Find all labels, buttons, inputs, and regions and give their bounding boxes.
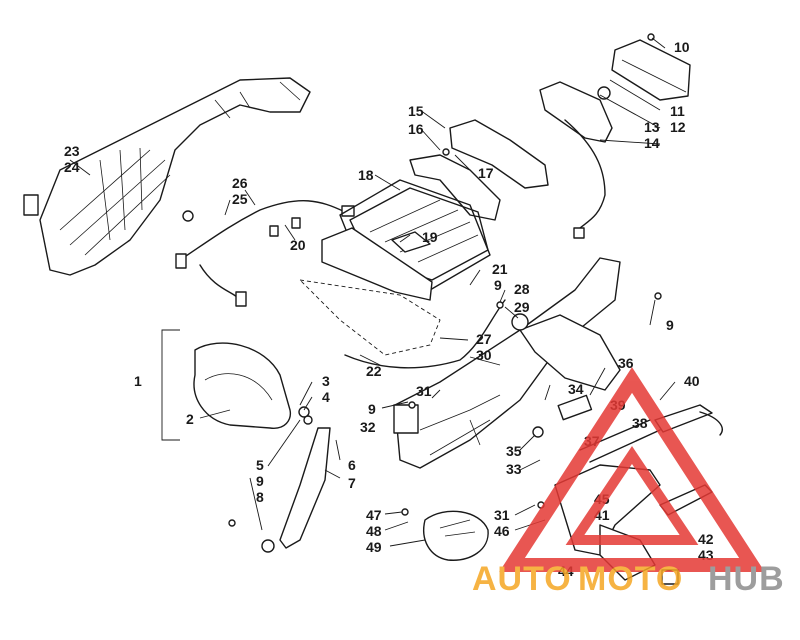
callout-14: 14	[644, 135, 660, 151]
callout-5: 5	[256, 457, 264, 473]
callout-42: 42	[698, 531, 714, 547]
callout-48: 48	[366, 523, 382, 539]
right-rail	[344, 257, 621, 469]
callout-15: 15	[408, 103, 424, 119]
callout-26: 26	[232, 175, 248, 191]
callout-32: 32	[360, 419, 376, 435]
callout-numbers: 1 2 3 4 5 6 7 8 9 9 9 9 10 11 12 13 14 1…	[64, 39, 714, 579]
watermark-triangle-inner	[565, 446, 699, 545]
backrest-bracket	[261, 406, 331, 553]
callout-7: 7	[348, 475, 356, 491]
callout-18: 18	[358, 167, 374, 183]
callout-9a: 9	[256, 473, 264, 489]
fasteners	[228, 33, 662, 527]
callout-8: 8	[256, 489, 264, 505]
watermark-triangle-outer	[499, 367, 765, 572]
watermark-logo: AUTO MOTO HUB	[472, 367, 785, 598]
callout-10: 10	[674, 39, 690, 55]
callout-47: 47	[366, 507, 382, 523]
chassis-rail	[23, 77, 311, 276]
callout-22: 22	[366, 363, 382, 379]
callout-13: 13	[644, 119, 660, 135]
callout-3: 3	[322, 373, 330, 389]
callout-31a: 31	[416, 383, 432, 399]
callout-16: 16	[408, 121, 424, 137]
callout-46: 46	[494, 523, 510, 539]
callout-29: 29	[514, 299, 530, 315]
callout-24: 24	[64, 159, 80, 175]
callout-35: 35	[506, 443, 522, 459]
assembly-bracket	[161, 329, 180, 441]
callout-12: 12	[670, 119, 686, 135]
callout-38: 38	[632, 415, 648, 431]
luggage-rack	[298, 154, 501, 356]
callout-9b: 9	[494, 277, 502, 293]
callout-4: 4	[322, 389, 330, 405]
callout-6: 6	[348, 457, 356, 473]
callout-34: 34	[568, 381, 584, 397]
watermark-text-moto: MOTO	[578, 560, 683, 598]
seat-cushion	[423, 510, 489, 561]
callout-33: 33	[506, 461, 522, 477]
callout-17: 17	[478, 165, 494, 181]
callout-20: 20	[290, 237, 306, 253]
callout-21: 21	[492, 261, 508, 277]
callout-25: 25	[232, 191, 248, 207]
callout-1: 1	[134, 373, 142, 389]
callout-28: 28	[514, 281, 530, 297]
callout-27: 27	[476, 331, 492, 347]
callout-49: 49	[366, 539, 382, 555]
leader-lines	[69, 37, 676, 547]
callout-2: 2	[186, 411, 194, 427]
callout-9d: 9	[368, 401, 376, 417]
callout-9c: 9	[666, 317, 674, 333]
callout-31b: 31	[494, 507, 510, 523]
callout-23: 23	[64, 143, 80, 159]
callout-40: 40	[684, 373, 700, 389]
callout-19: 19	[422, 229, 438, 245]
callout-11: 11	[670, 103, 685, 119]
backrest	[193, 342, 292, 429]
backrest-pad-upper	[442, 119, 549, 189]
callout-36: 36	[618, 355, 634, 371]
watermark-text-auto: AUTO	[472, 560, 572, 598]
callout-30: 30	[476, 347, 492, 363]
watermark-text-hub: HUB	[708, 560, 785, 598]
taillight-housing	[539, 39, 691, 239]
